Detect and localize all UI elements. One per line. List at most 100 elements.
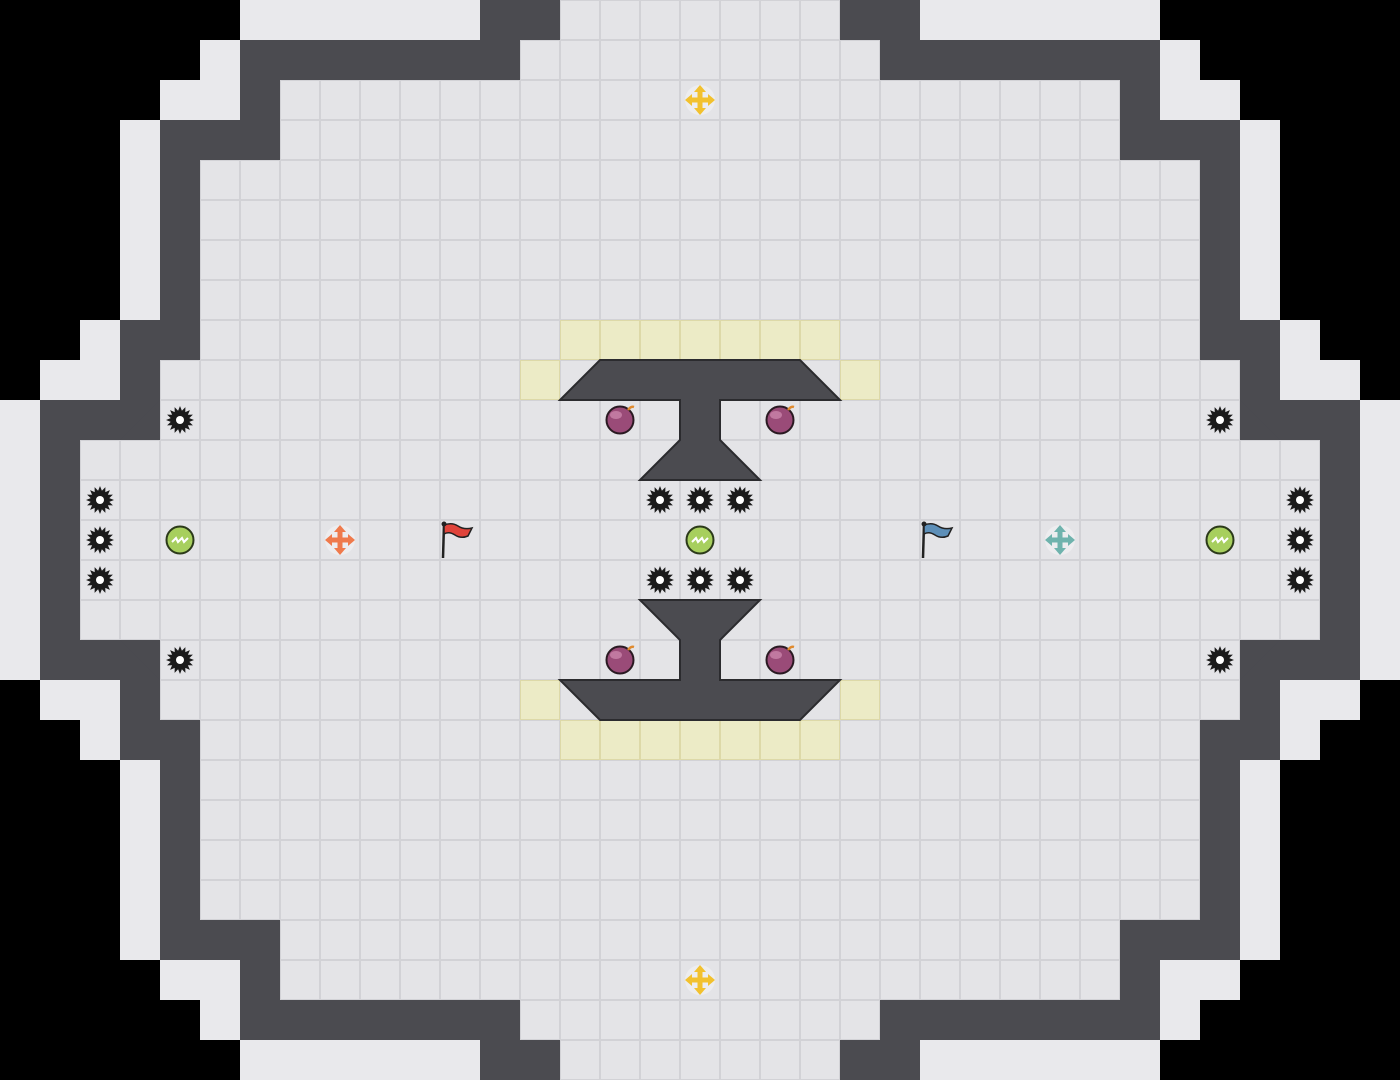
floor-tile (1000, 360, 1040, 400)
floor-tile (960, 360, 1000, 400)
floor-tile (920, 560, 960, 600)
rim-tile (1280, 320, 1320, 360)
floor-tile (600, 80, 640, 120)
floor-tile (840, 840, 880, 880)
floor-tile (1080, 640, 1120, 680)
floor-tile (1120, 880, 1160, 920)
floor-tile (1120, 760, 1160, 800)
floor-tile (960, 920, 1000, 960)
floor-tile (520, 1000, 560, 1040)
rim-tile (960, 0, 1000, 40)
wall-tile (200, 120, 240, 160)
wall-tile (1200, 720, 1240, 760)
floor-tile (1000, 720, 1040, 760)
floor-tile (920, 680, 960, 720)
floor-tile (1040, 920, 1080, 960)
floor-tile (1040, 80, 1080, 120)
floor-tile (640, 840, 680, 880)
floor-tile (960, 640, 1000, 680)
floor-tile (800, 520, 840, 560)
speed-tile (680, 720, 720, 760)
floor-tile (920, 480, 960, 520)
wall-tile (40, 640, 80, 680)
inner-walls (557, 359, 843, 721)
floor-tile (200, 480, 240, 520)
floor-tile (480, 320, 520, 360)
floor-tile (200, 800, 240, 840)
floor-tile (360, 800, 400, 840)
floor-tile (840, 440, 880, 480)
floor-tile (520, 440, 560, 480)
floor-tile (400, 720, 440, 760)
floor-tile (560, 0, 600, 40)
floor-tile (1120, 280, 1160, 320)
floor-tile (1120, 400, 1160, 440)
speed-tile (520, 360, 560, 400)
floor-tile (560, 1000, 600, 1040)
floor-tile (880, 600, 920, 640)
floor-tile (800, 480, 840, 520)
floor-tile (600, 960, 640, 1000)
floor-tile (520, 840, 560, 880)
floor-tile (400, 160, 440, 200)
wall-tile (960, 1000, 1000, 1040)
floor-tile (1240, 480, 1280, 520)
spike-icon (86, 526, 114, 554)
floor-tile (320, 960, 360, 1000)
wall-tile (1320, 440, 1360, 480)
floor-tile (320, 240, 360, 280)
speed-tile (560, 720, 600, 760)
wall-tile (160, 280, 200, 320)
floor-tile (1200, 440, 1240, 480)
floor-tile (440, 600, 480, 640)
floor-tile (920, 360, 960, 400)
speed-tile (520, 680, 560, 720)
floor-tile (880, 480, 920, 520)
floor-tile (320, 320, 360, 360)
floor-tile (800, 1040, 840, 1080)
spike-icon (686, 566, 714, 594)
floor-tile (800, 40, 840, 80)
floor-tile (1040, 680, 1080, 720)
floor-tile (640, 800, 680, 840)
floor-tile (840, 200, 880, 240)
floor-tile (760, 760, 800, 800)
floor-tile (840, 320, 880, 360)
floor-tile (920, 160, 960, 200)
floor-tile (560, 640, 600, 680)
wall-tile (1120, 40, 1160, 80)
rim-tile (0, 640, 40, 680)
floor-tile (360, 600, 400, 640)
rim-tile (0, 520, 40, 560)
wall-tile (160, 120, 200, 160)
floor-tile (440, 880, 480, 920)
rim-tile (280, 1040, 320, 1080)
floor-tile (760, 240, 800, 280)
floor-tile (840, 120, 880, 160)
floor-tile (600, 120, 640, 160)
floor-tile (360, 240, 400, 280)
floor-tile (920, 600, 960, 640)
rim-tile (920, 1040, 960, 1080)
floor-tile (1080, 80, 1120, 120)
floor-tile (440, 760, 480, 800)
floor-tile (720, 920, 760, 960)
spike-icon (726, 486, 754, 514)
rim-tile (1320, 680, 1360, 720)
floor-tile (1120, 840, 1160, 880)
floor-tile (360, 560, 400, 600)
rim-tile (200, 960, 240, 1000)
floor-tile (1000, 840, 1040, 880)
floor-tile (480, 520, 520, 560)
wall-tile (1200, 840, 1240, 880)
floor-tile (640, 120, 680, 160)
floor-tile (1080, 960, 1120, 1000)
floor-tile (560, 480, 600, 520)
floor-tile (760, 120, 800, 160)
floor-tile (1000, 920, 1040, 960)
spike-icon (646, 486, 674, 514)
floor-tile (640, 400, 680, 440)
floor-tile (240, 320, 280, 360)
floor-tile (1160, 800, 1200, 840)
floor-tile (800, 120, 840, 160)
